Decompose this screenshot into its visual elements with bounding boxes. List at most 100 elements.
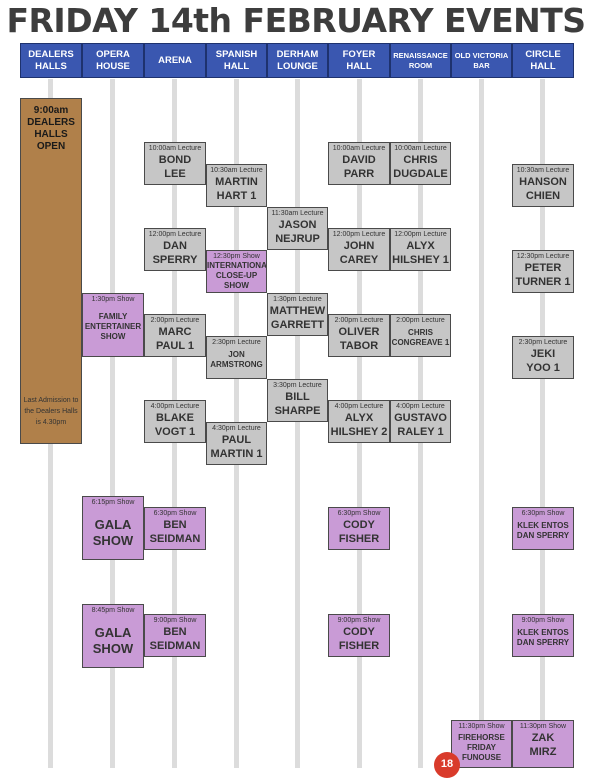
event-name-line1: KLEK ENTOS xyxy=(517,521,569,530)
venue-line2: HOUSE xyxy=(96,60,130,72)
event-name-line1: HANSON xyxy=(519,176,567,188)
event-name-line2: SHOW xyxy=(92,533,134,548)
venue-line1: DERHAM xyxy=(276,48,319,60)
event-name-line1: BILL xyxy=(285,391,310,403)
venue-line2: BAR xyxy=(473,60,490,70)
event-time: 6:30pm Show xyxy=(153,510,197,517)
event-name-line2: GARRETT xyxy=(270,319,325,331)
event-time: 10:00am Lecture xyxy=(332,145,386,152)
event-name-line1: BEN xyxy=(163,626,187,638)
event-name-line2: FISHER xyxy=(338,533,380,545)
event-name-line1: ZAK xyxy=(531,732,555,744)
event-name-line1: FIREHORSE FRIDAY xyxy=(458,733,505,752)
column-guide-line xyxy=(110,79,115,768)
event-name-line2: YOO 1 xyxy=(526,362,560,374)
page-number-badge: 18 xyxy=(434,752,460,778)
event-name-line2: SHOW xyxy=(92,641,134,656)
event-time: 12:00pm Lecture xyxy=(148,231,202,238)
event-name-line2: CHIEN xyxy=(525,190,561,202)
column-guide-line xyxy=(295,79,300,768)
event-time: 8:45pm Show xyxy=(91,607,135,614)
event-name-line2: NEJRUP xyxy=(275,233,320,245)
event-name-line2: VOGT 1 xyxy=(154,426,196,438)
event-name-line1: ALYX xyxy=(344,412,374,424)
event-name-line1: JEKI xyxy=(530,348,556,360)
venue-line1: DEALERS xyxy=(28,48,74,60)
event-name-line2: SEIDMAN xyxy=(149,533,201,545)
event-name-line1: ALYX xyxy=(406,240,435,252)
event-name-line1: CHRIS xyxy=(403,154,438,166)
event-name-line2: HILSHEY 2 xyxy=(330,426,388,438)
venue-line1: CIRCLE xyxy=(525,48,561,60)
event-time: 6:30pm Show xyxy=(337,510,381,517)
venue-header-arena: ARENA xyxy=(144,43,206,78)
venue-line2: HALL xyxy=(223,60,250,72)
event-time: 12:00pm Lecture xyxy=(332,231,386,238)
event-name-line1: DAVID xyxy=(342,154,376,166)
venue-line2: HALL xyxy=(530,60,556,72)
event-name-line2: SHOW xyxy=(100,332,126,341)
event-name-line1: JASON xyxy=(278,219,317,231)
column-guide-line xyxy=(540,79,545,768)
event-time: 2:00pm Lecture xyxy=(396,317,445,324)
event-name-line1: CODY xyxy=(343,519,375,531)
dealers-last-admission-note: Last Admission to the Dealers Halls is 4… xyxy=(23,397,79,426)
event-name-line1: MARC xyxy=(158,326,192,338)
event-name-line2: TURNER 1 xyxy=(515,276,571,288)
event-time: 12:00pm Lecture xyxy=(394,231,447,238)
event-name-line2: MARTIN 1 xyxy=(210,448,263,460)
event-name-line2: ARMSTRONG xyxy=(210,360,263,369)
event-time: 10:30am Lecture xyxy=(210,167,263,174)
event-name-line1: PETER xyxy=(524,262,562,274)
event-name-line1: JOHN xyxy=(343,240,375,252)
event-name-line2: DUGDALE xyxy=(393,168,448,180)
event-name-line2: SHARPE xyxy=(274,405,321,417)
event-name-line1: MARTIN xyxy=(215,176,258,188)
page-title: FRIDAY 14th FEBRUARY EVENTS xyxy=(6,1,586,40)
event-name-line2: HILSHEY 1 xyxy=(392,254,449,266)
event-name-line1: DAN xyxy=(163,240,187,252)
event-name-line2: RALEY 1 xyxy=(397,426,444,438)
event-time: 12:30pm Lecture xyxy=(516,253,570,260)
event-name-line1: INTERNATIONAL xyxy=(207,261,267,270)
column-guide-line xyxy=(479,79,484,768)
event-name-line2: PARR xyxy=(343,168,375,180)
